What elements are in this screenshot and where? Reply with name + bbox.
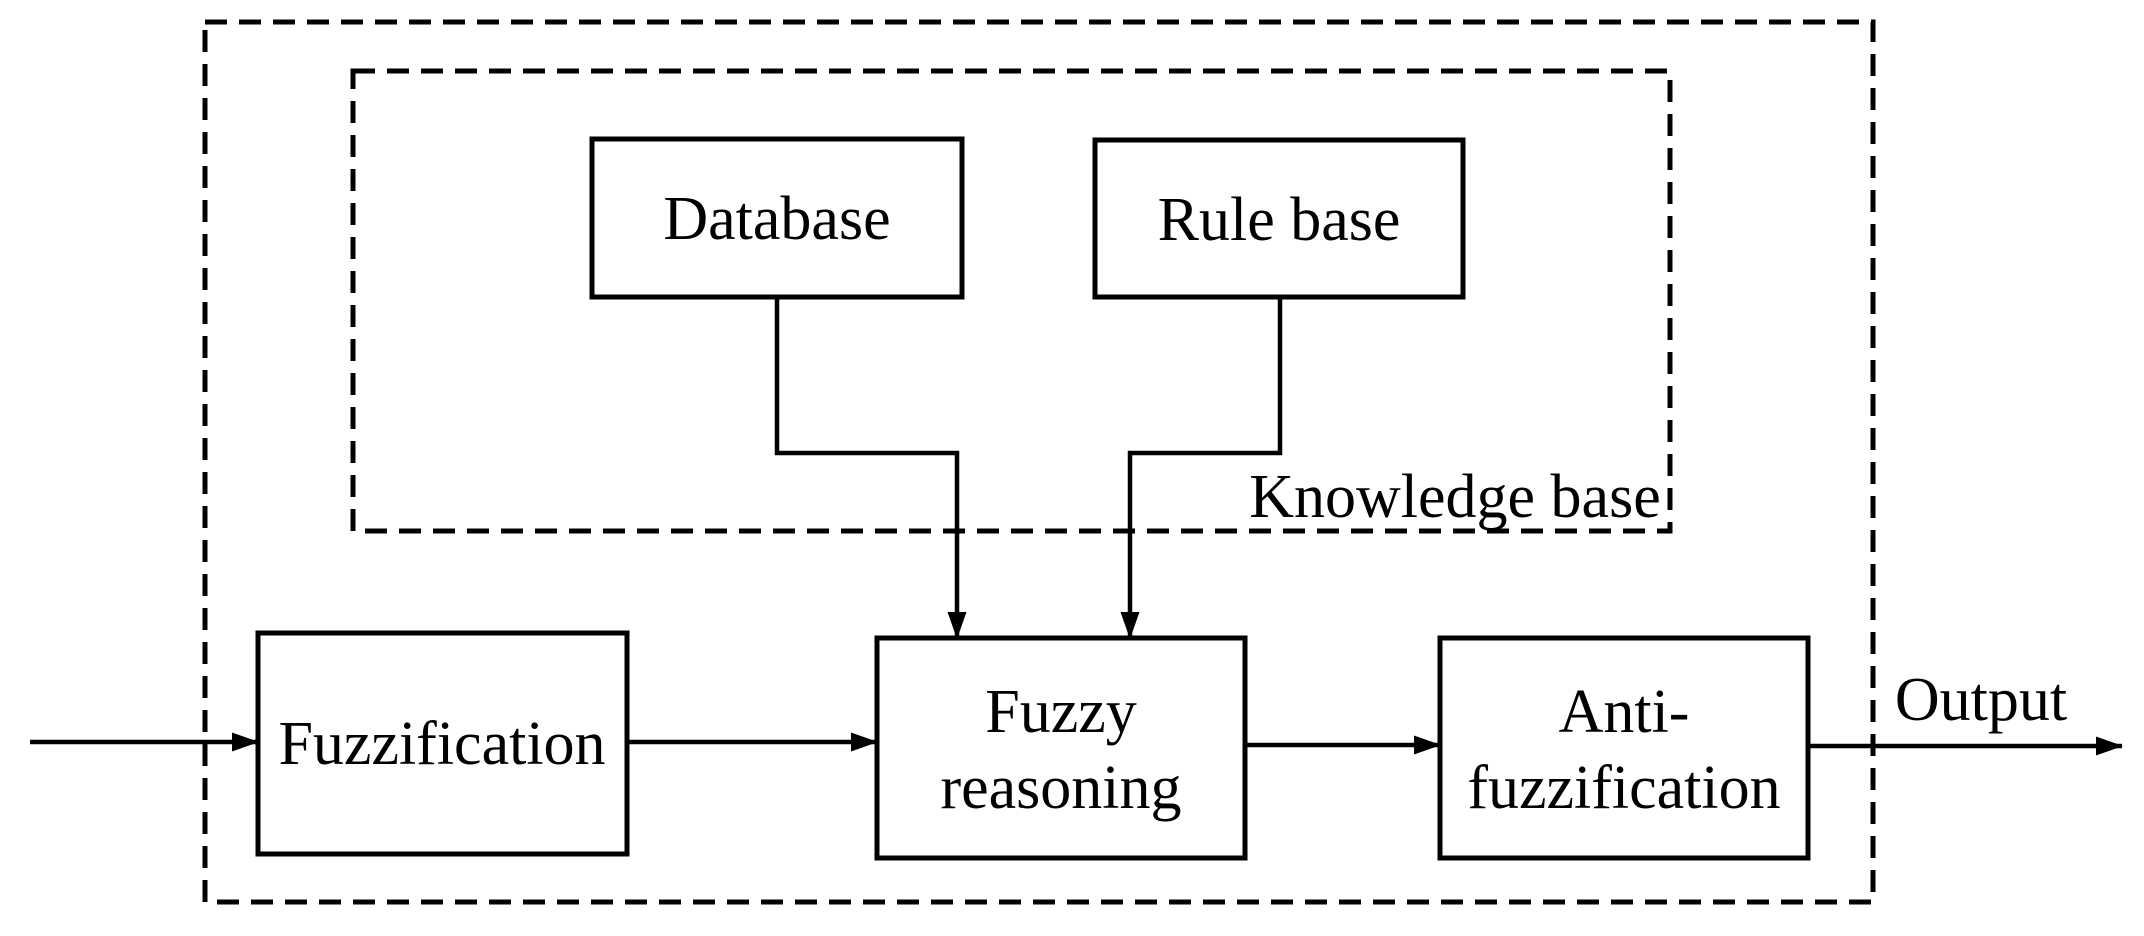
database-label: Database	[663, 185, 890, 253]
knowledge-base-boundary	[350, 68, 1673, 534]
knowledge-base-label: Knowledge base	[1249, 463, 1660, 531]
fuzzy-reasoning-label-line1: Fuzzy	[985, 678, 1137, 746]
anti-fuzzification-label-line1: Anti-	[1559, 678, 1690, 746]
rule-base-box	[1092, 137, 1466, 300]
fuzzy-reasoning-box	[874, 635, 1248, 861]
rule-base-label: Rule base	[1158, 186, 1401, 254]
anti-fuzzification-label-line2: fuzzification	[1467, 754, 1780, 822]
outer-system-boundary	[202, 19, 1876, 905]
fuzzification-box	[255, 630, 630, 857]
connector-database-to-fuzzy-reasoning	[774, 297, 967, 639]
connector-rule-base-to-fuzzy-reasoning	[1120, 297, 1283, 639]
database-box	[589, 136, 965, 300]
fuzzification-label: Fuzzification	[278, 710, 605, 778]
anti-fuzzification-box	[1437, 635, 1811, 861]
fuzzy-reasoning-label-line2: reasoning	[940, 754, 1181, 822]
output-label: Output	[1895, 666, 2067, 734]
